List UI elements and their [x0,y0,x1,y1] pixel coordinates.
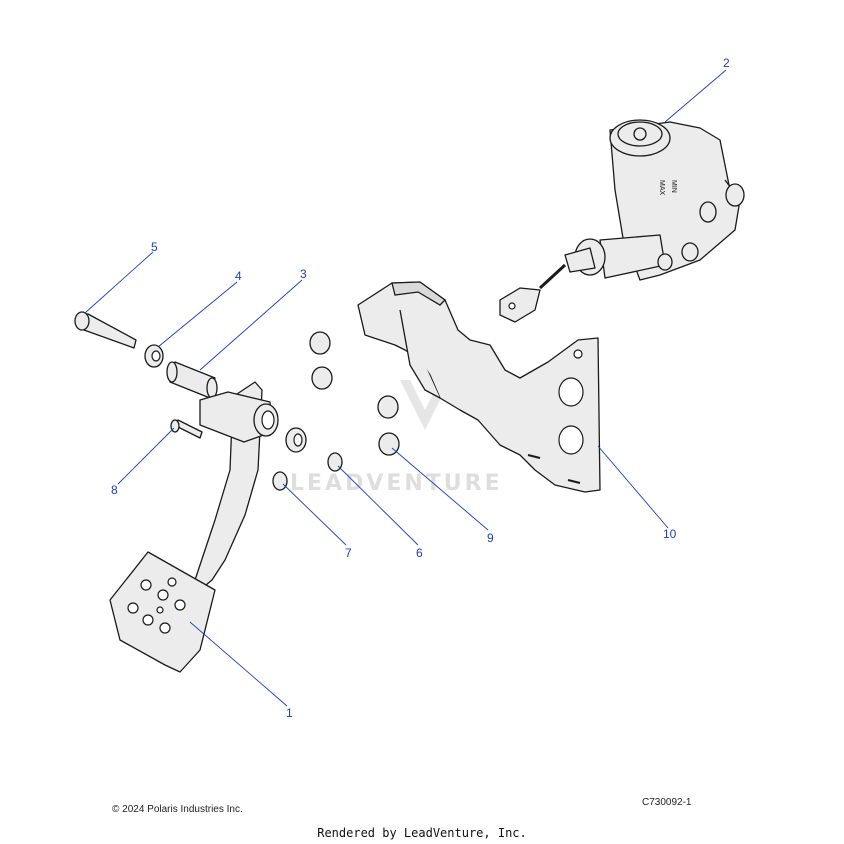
callout-7[interactable]: 7 [345,546,352,560]
callout-8[interactable]: 8 [111,483,118,497]
part-8-stud[interactable] [170,419,203,439]
rendered-by-text: Rendered by LeadVenture, Inc. [317,826,527,840]
leader-lines [84,69,727,707]
leader-5 [84,251,154,314]
part-5-bolt[interactable] [74,311,137,349]
max-label: MAX [658,180,665,196]
diagram-code: C730092-1 [642,797,692,808]
leader-1 [189,621,288,707]
leader-6 [337,465,419,546]
watermark-text: LEADVENTURE [290,471,503,496]
leader-8 [117,427,175,485]
part-3-sleeve[interactable] [166,361,218,399]
callout-5[interactable]: 5 [151,240,158,254]
leader-3 [199,279,303,371]
callout-2[interactable]: 2 [723,56,730,70]
part-1-pedal[interactable] [109,381,279,673]
part-9-nuts[interactable] [309,331,400,456]
leader-7 [282,483,347,546]
leader-2 [664,69,727,123]
part-10-bracket[interactable] [357,281,601,493]
part-7-nut[interactable] [272,471,288,491]
callout-9[interactable]: 9 [487,531,494,545]
leader-4 [157,281,238,348]
part-4-bushing[interactable] [144,344,164,368]
leader-10 [597,445,669,529]
callout-10[interactable]: 10 [663,527,677,541]
part-2-master-cylinder[interactable]: MAX MIN [499,119,745,323]
copyright-text: © 2024 Polaris Industries Inc. [112,804,243,815]
leader-9 [391,447,489,531]
callout-6[interactable]: 6 [416,546,423,560]
callout-numbers: 1 2 3 4 5 6 7 8 9 10 [111,56,730,720]
callout-1[interactable]: 1 [286,706,293,720]
pivot-washer[interactable] [285,427,307,453]
min-label: MIN [670,180,677,193]
callout-3[interactable]: 3 [300,267,307,281]
callout-4[interactable]: 4 [235,269,242,283]
